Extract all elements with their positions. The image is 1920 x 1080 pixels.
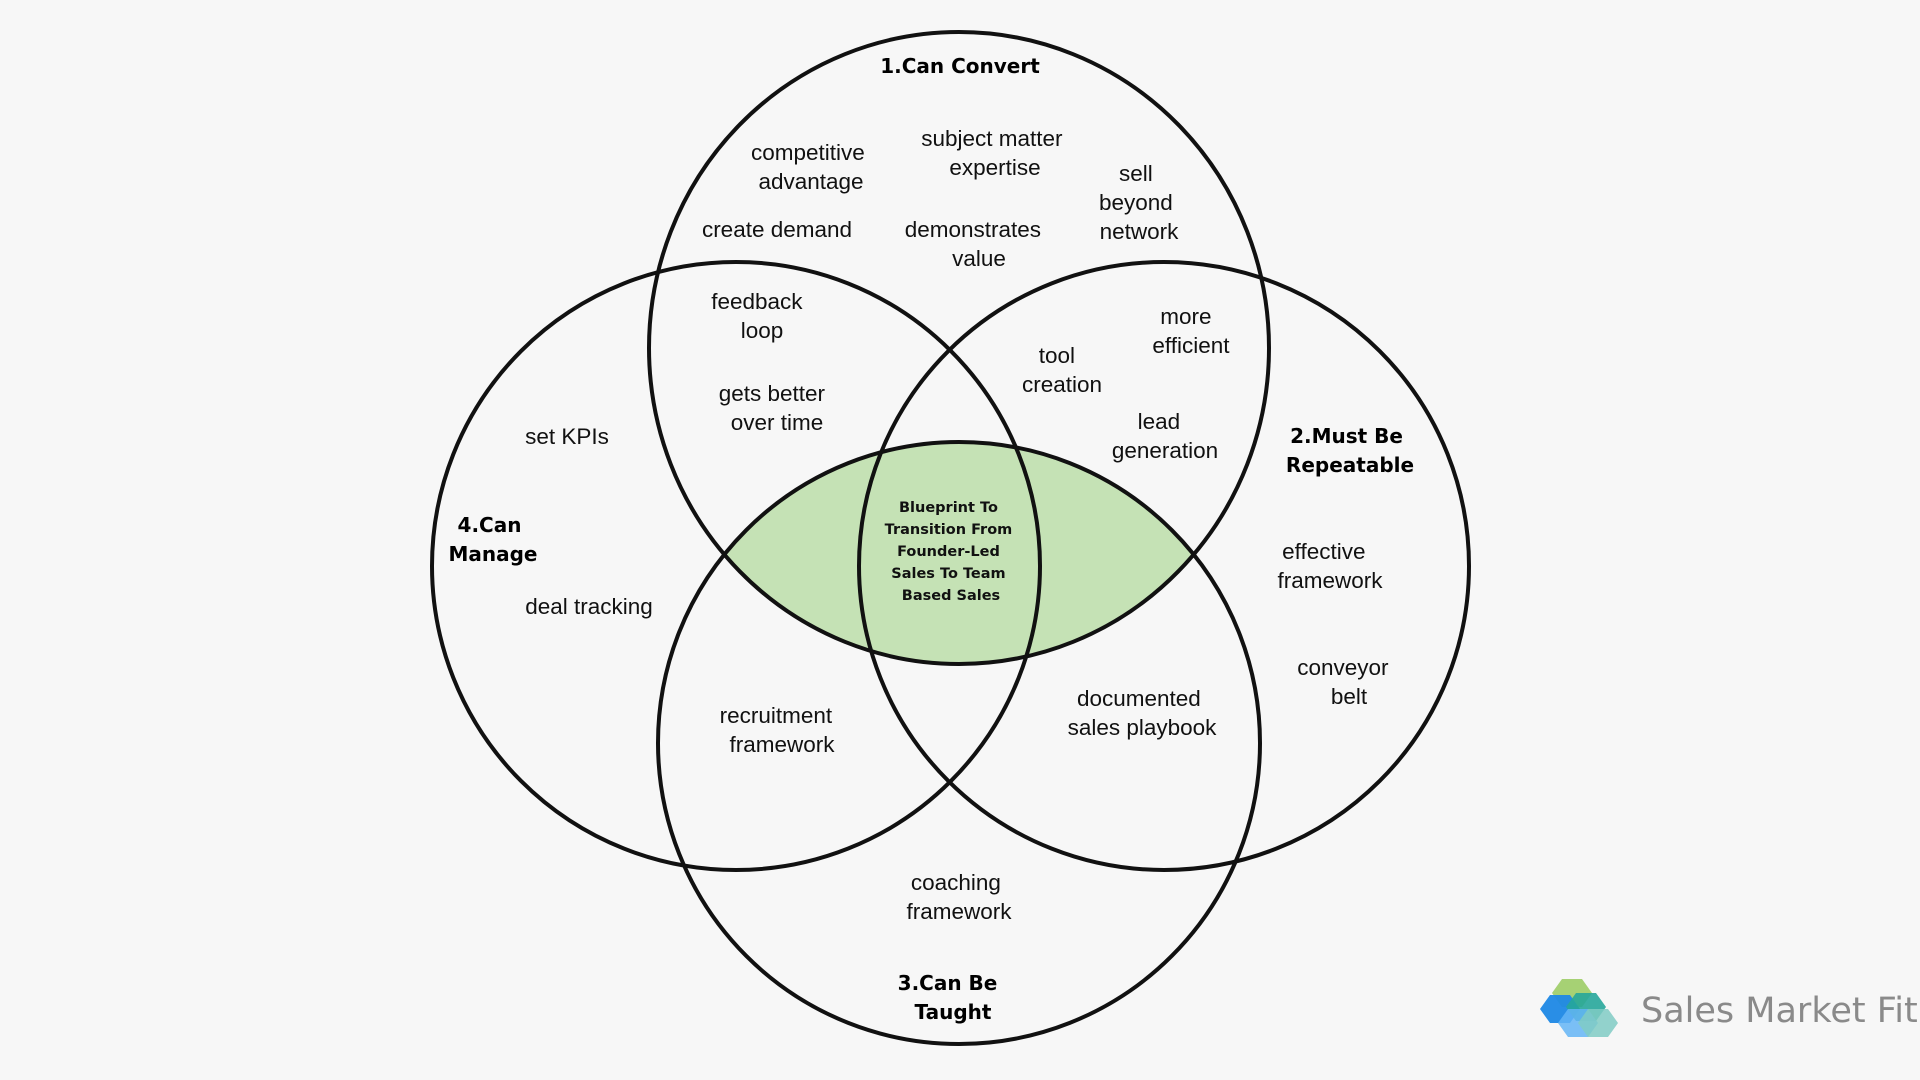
label-tool-creation: tool creation	[1022, 343, 1102, 397]
circle-can-manage	[430, 260, 1042, 872]
label-demonstrates-value: demonstrates value	[905, 217, 1048, 271]
label-coaching-framework: coaching framework	[906, 870, 1012, 924]
label-more-efficient: more efficient	[1152, 304, 1230, 358]
label-set-kpis: set KPIs	[525, 424, 609, 449]
label-feedback-loop: feedback loop	[711, 289, 809, 343]
title-can-manage: 4.Can Manage	[448, 513, 537, 566]
hexagon-cluster-logo-icon	[1540, 979, 1618, 1037]
label-conveyor-belt: conveyor belt	[1297, 655, 1395, 709]
label-competitive-advantage: competitive advantage	[751, 140, 871, 194]
center-label: Blueprint To Transition From Founder-Led…	[885, 500, 1018, 604]
label-lead-generation: lead generation	[1112, 409, 1218, 463]
circle-can-convert	[647, 30, 1271, 666]
brand-name: Sales Market Fit	[1641, 991, 1918, 1031]
title-must-be-repeatable: 2.Must Be Repeatable	[1286, 424, 1414, 477]
label-deal-tracking: deal tracking	[525, 594, 653, 619]
title-can-be-taught: 3.Can Be Taught	[898, 971, 1005, 1024]
label-effective-framework: effective framework	[1277, 539, 1383, 593]
circle-can-be-taught	[656, 440, 1262, 1046]
label-subject-matter-expertise: subject matter expertise	[921, 126, 1069, 180]
label-create-demand: create demand	[702, 217, 852, 242]
label-documented-sales-playbook: documented sales playbook	[1068, 686, 1218, 740]
label-gets-better-over-time: gets better over time	[719, 381, 832, 435]
center-intersection	[658, 442, 1260, 664]
title-can-convert: 1.Can Convert	[880, 54, 1040, 78]
circle-must-be-repeatable	[857, 260, 1471, 872]
label-recruitment-framework: recruitment framework	[720, 703, 839, 757]
label-sell-beyond-network: sell beyond network	[1099, 161, 1179, 244]
